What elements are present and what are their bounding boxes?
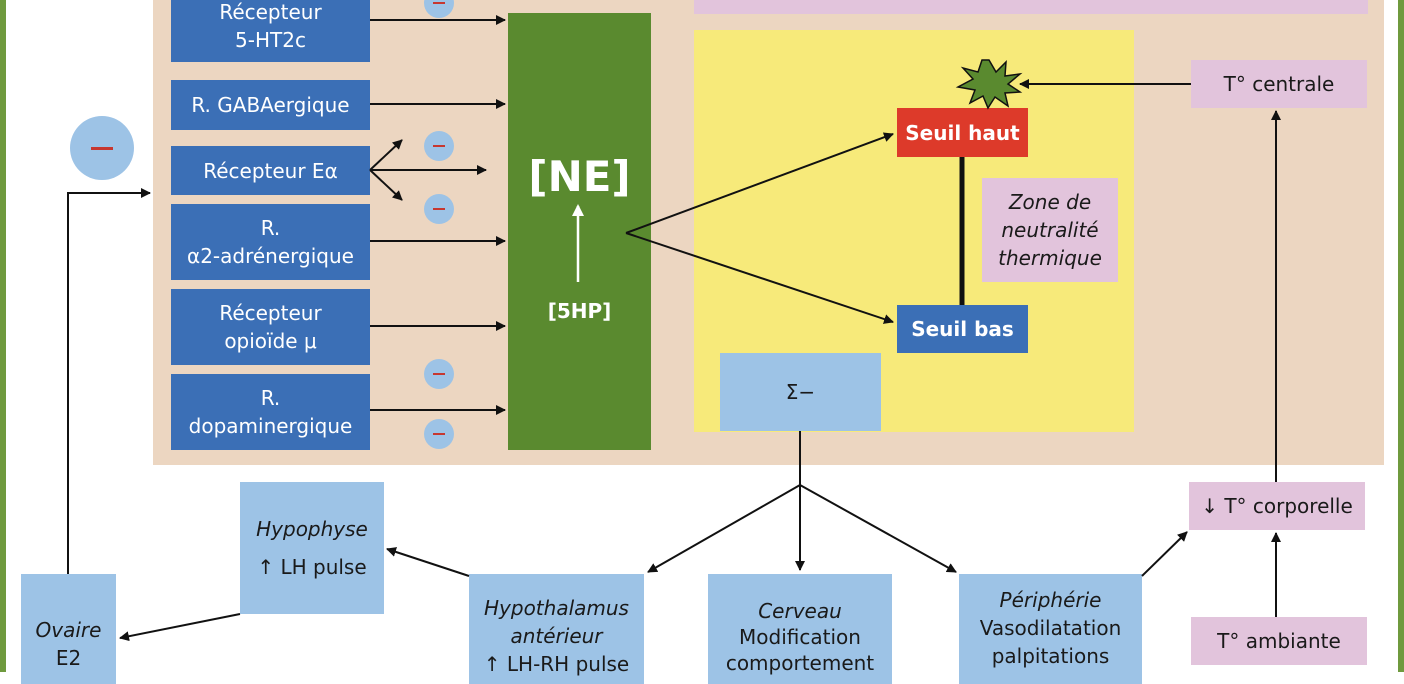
receptor-gaba: R. GABAergique <box>171 80 370 130</box>
cerveau-line2: Modification <box>739 625 861 649</box>
t-centrale-label: T° centrale <box>1223 72 1335 96</box>
neutrality-zone-box: Zone de neutralité thermique <box>982 178 1118 282</box>
hypophyse-title: Hypophyse <box>256 517 368 541</box>
receptor-dopamine-line2: dopaminergique <box>188 414 353 438</box>
minus-sign-icon <box>433 373 445 375</box>
seuil-haut-box: Seuil haut <box>897 108 1028 157</box>
hypophyse-text: ↑ LH pulse <box>257 555 367 579</box>
peripherie-box: Périphérie Vasodilatation palpitations <box>959 574 1142 684</box>
sigma-box: Σ− <box>720 353 881 431</box>
receptor-opioid: Récepteur opioïde μ <box>171 289 370 365</box>
receptor-alpha2-line2: α2-adrénergique <box>187 244 354 268</box>
minus-sign-icon <box>433 145 445 147</box>
minus-circle-large <box>70 116 134 180</box>
seuil-bas-label: Seuil bas <box>911 317 1014 341</box>
receptor-alpha2: R. α2-adrénergique <box>171 204 370 280</box>
ne-sub: [5HP] <box>547 299 612 323</box>
minus-circle-ealpha-down <box>424 194 454 224</box>
receptor-ealpha-label: Récepteur Eα <box>203 158 338 183</box>
arrow-ne-seuil-haut <box>625 132 894 234</box>
arrow-sigma-peripherie <box>799 484 957 573</box>
t-corporelle-label: ↓ T° corporelle <box>1201 494 1353 518</box>
hypothalamus-line1: Hypothalamus <box>484 596 629 620</box>
cerveau-box: Cerveau Modification comportement <box>708 574 892 684</box>
receptor-alpha2-line1: R. <box>260 216 281 240</box>
ovaire-line2: E2 <box>55 646 82 670</box>
receptor-opioid-line2: opioïde μ <box>224 329 317 353</box>
minus-circle-dopa-down <box>424 419 454 449</box>
arrow-peripherie-tcorporelle <box>1141 531 1188 577</box>
minus-sign-icon <box>91 146 113 150</box>
hot-flash-icon <box>955 59 1023 110</box>
hypothalamus-line2: antérieur <box>510 624 603 648</box>
arrow-sigma-hypothalamus <box>647 484 801 573</box>
zone-line3: thermique <box>998 246 1102 270</box>
minus-circle-top <box>424 0 454 18</box>
receptor-dopamine-line1: R. <box>260 386 281 410</box>
ovaire-box: Ovaire E2 <box>21 574 116 684</box>
receptor-5ht2c: Récepteur 5-HT2c <box>171 0 370 62</box>
right-frame-border <box>1398 0 1404 672</box>
zone-line2: neutralité <box>1001 218 1099 242</box>
arrow-hypophyse-ovaire <box>119 613 241 642</box>
receptor-gaba-label: R. GABAergique <box>191 93 350 117</box>
left-frame-border <box>0 0 6 672</box>
cerveau-line1: Cerveau <box>758 599 842 623</box>
t-ambiante-label: T° ambiante <box>1217 629 1341 653</box>
receptor-opioid-line1: Récepteur <box>219 301 322 325</box>
ovaire-line1: Ovaire <box>35 618 102 642</box>
minus-circle-dopa-up <box>424 359 454 389</box>
seuil-bas-box: Seuil bas <box>897 305 1028 353</box>
zone-line1: Zone de <box>1008 190 1092 214</box>
t-centrale-box: T° centrale <box>1191 60 1367 108</box>
t-ambiante-box: T° ambiante <box>1191 617 1367 665</box>
minus-sign-icon <box>433 208 445 210</box>
sigma-label: Σ− <box>785 380 816 404</box>
minus-sign-icon <box>433 433 445 435</box>
peripherie-line1: Périphérie <box>999 588 1102 612</box>
ne-box: [NE] [5HP] <box>508 13 651 450</box>
arrow-ealpha-down <box>369 169 403 201</box>
hypophyse-box: Hypophyse ↑ LH pulse <box>240 482 384 614</box>
ne-title: [NE] <box>528 152 631 201</box>
top-cut-off-box <box>694 0 1368 14</box>
minus-sign-icon <box>433 2 445 4</box>
arrow-ne-seuil-bas <box>625 232 894 324</box>
receptor-5ht2c-line1: Récepteur <box>219 0 322 24</box>
arrow-hypothalamus-hypophyse <box>386 547 470 577</box>
cerveau-line3: comportement <box>725 651 875 675</box>
arrow-ealpha-up <box>369 139 403 171</box>
peripherie-line3: palpitations <box>991 644 1110 668</box>
seuil-haut-label: Seuil haut <box>905 120 1020 145</box>
receptor-5ht2c-line2: 5-HT2c <box>235 28 306 52</box>
t-corporelle-box: ↓ T° corporelle <box>1189 482 1365 530</box>
peripherie-line2: Vasodilatation <box>979 616 1122 640</box>
minus-circle-ealpha-up <box>424 131 454 161</box>
arrow-ovaire-feedback <box>67 188 151 574</box>
receptor-ealpha: Récepteur Eα <box>171 146 370 195</box>
receptor-dopamine: R. dopaminergique <box>171 374 370 450</box>
